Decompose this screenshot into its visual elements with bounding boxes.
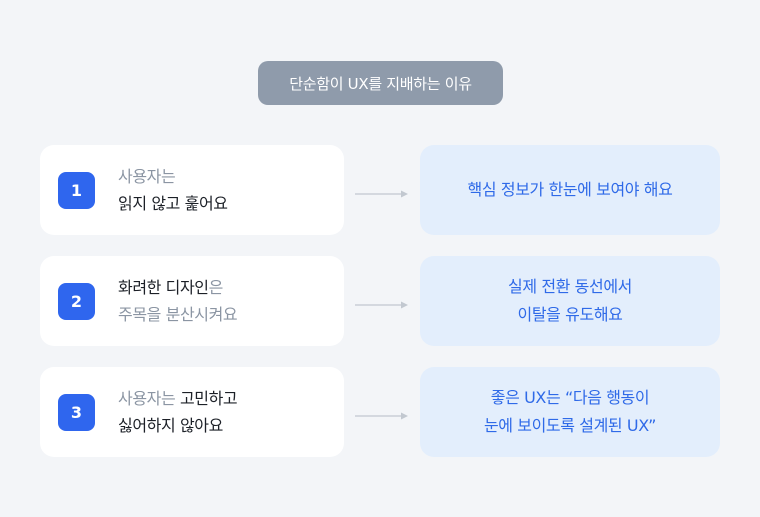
solution-card-2: 실제 전환 동선에서 이탈을 유도해요 xyxy=(420,256,720,346)
problem-text: 사용자는 읽지 않고 훑어요 xyxy=(118,163,228,217)
solution-text-line: 이탈을 유도해요 xyxy=(517,305,623,324)
solution-card-3: 좋은 UX는 “다음 행동이 눈에 보이도록 설계된 UX” xyxy=(420,367,720,457)
problem-text: 화려한 디자인은 주목을 분산시켜요 xyxy=(118,274,238,328)
problem-text-muted: 은 xyxy=(208,278,224,297)
problem-card-3: 3 사용자는 고민하고 싫어하지 않아요 xyxy=(40,367,344,457)
solution-text-line: 실제 전환 동선에서 xyxy=(508,277,632,296)
problem-text-muted: 사용자는 xyxy=(118,389,176,408)
arrow-right-icon xyxy=(355,412,408,420)
step-number-badge: 1 xyxy=(58,172,95,209)
arrow-right-icon xyxy=(355,301,408,309)
flow-row-1: 1 사용자는 읽지 않고 훑어요 핵심 정보가 한눈에 보여야 해요 xyxy=(0,145,760,235)
diagram-title: 단순함이 UX를 지배하는 이유 xyxy=(258,61,503,105)
problem-text-muted: 주목을 분산시켜요 xyxy=(118,305,238,324)
arrow-right-icon xyxy=(355,190,408,198)
step-number-badge: 3 xyxy=(58,394,95,431)
problem-card-1: 1 사용자는 읽지 않고 훑어요 xyxy=(40,145,344,235)
solution-text-line: 핵심 정보가 한눈에 보여야 해요 xyxy=(467,180,673,199)
solution-text-line: 눈에 보이도록 설계된 UX” xyxy=(483,416,657,435)
flow-row-2: 2 화려한 디자인은 주목을 분산시켜요 실제 전환 동선에서 이탈을 유도해요 xyxy=(0,256,760,346)
step-number-badge: 2 xyxy=(58,283,95,320)
problem-text-emphasis: 화려한 디자인 xyxy=(118,278,209,297)
solution-card-1: 핵심 정보가 한눈에 보여야 해요 xyxy=(420,145,720,235)
problem-text-emphasis: 고민하고 xyxy=(179,389,238,408)
problem-text-muted: 사용자는 xyxy=(118,167,176,186)
problem-text-emphasis: 싫어하지 않아요 xyxy=(118,416,223,435)
problem-card-2: 2 화려한 디자인은 주목을 분산시켜요 xyxy=(40,256,344,346)
solution-text-line: 좋은 UX는 “다음 행동이 xyxy=(490,388,650,407)
problem-text-emphasis: 읽지 않고 훑어요 xyxy=(118,194,228,213)
problem-text: 사용자는 고민하고 싫어하지 않아요 xyxy=(118,385,238,439)
flow-row-3: 3 사용자는 고민하고 싫어하지 않아요 좋은 UX는 “다음 행동이 눈에 보… xyxy=(0,367,760,457)
